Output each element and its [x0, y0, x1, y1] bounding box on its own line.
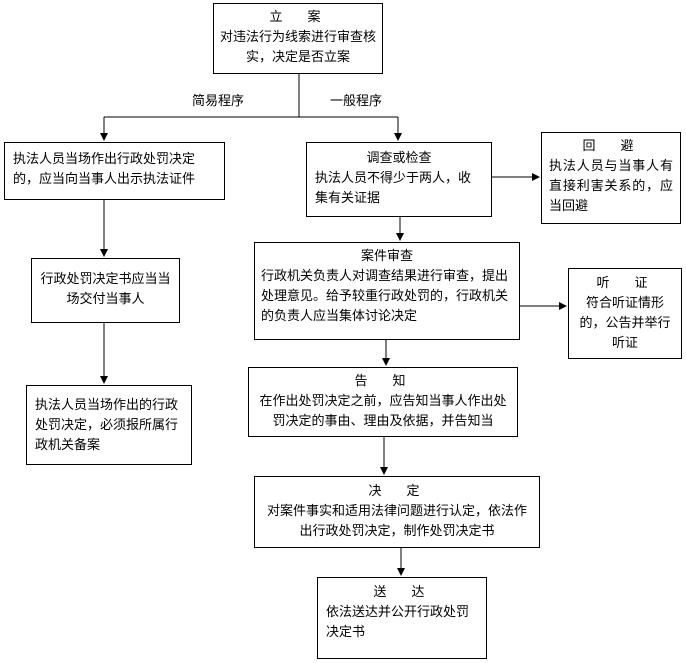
edge-label-simple: 简易程序 — [192, 94, 245, 109]
node-jueding-title: 决 定 — [368, 484, 426, 499]
node-huibi-text: 执法人员与当事人有直接利害关系的，应当回避 — [549, 159, 673, 214]
node-jianyi-zhifa: 执法人员当场作出行政处罚决定的，应当向当事人出示执法证件 — [4, 142, 225, 200]
node-jueding: 决 定 对案件事实和适用法律问题进行认定，依法作出行政处罚决定，制作处罚决定书 — [254, 476, 540, 548]
node-shencha-title: 案件审查 — [360, 249, 413, 264]
node-huibi: 回 避 执法人员与当事人有直接利害关系的，应当回避 — [541, 132, 681, 224]
node-shencha-text: 行政机关负责人对调查结果进行审查，提出处理意见。给予较重行政处罚的，行政机关的负… — [261, 269, 509, 324]
node-songda-text: 依法送达并公开行政处罚决定书 — [326, 605, 470, 640]
node-songda-title: 送 达 — [373, 585, 431, 600]
node-jianyi-beian-text: 执法人员当场作出的行政处罚决定，必须报所属行政机关备案 — [35, 398, 179, 453]
node-jueding-text: 对案件事实和适用法律问题进行认定，依法作出行政处罚决定，制作处罚决定书 — [266, 504, 527, 539]
node-tingzheng-text: 符合听证情形的，公告并举行听证 — [579, 296, 671, 351]
node-gaozhi: 告 知 在作出处罚决定之前，应告知当事人作出处罚决定的事由、理由及依据，并告知当 — [248, 367, 518, 437]
node-huibi-title: 回 避 — [582, 139, 640, 154]
node-gaozhi-text: 在作出处罚决定之前，应告知当事人作出处罚决定的事由、理由及依据，并告知当 — [259, 394, 507, 429]
node-lian-text: 对违法行为线索进行审查核实，决定是否立案 — [220, 30, 377, 65]
node-jianyi-jiaofu: 行政处罚决定书应当当场交付当事人 — [31, 258, 180, 323]
node-lian: 立 案 对违法行为线索进行审查核实，决定是否立案 — [213, 3, 383, 74]
node-diaocha-text: 执法人员不得少于两人，收集有关证据 — [315, 171, 472, 206]
node-lian-title: 立 案 — [269, 10, 327, 25]
node-tingzheng: 听 证 符合听证情形的，公告并举行听证 — [568, 268, 682, 359]
node-diaocha-title: 调查或检查 — [366, 151, 432, 166]
node-jianyi-jiaofu-text: 行政处罚决定书应当当场交付当事人 — [40, 272, 171, 307]
node-shencha: 案件审查 行政机关负责人对调查结果进行审查，提出处理意见。给予较重行政处罚的，行… — [254, 242, 520, 340]
edge-label-general: 一般程序 — [330, 94, 383, 109]
node-diaocha: 调查或检查 执法人员不得少于两人，收集有关证据 — [306, 142, 492, 217]
node-tingzheng-title: 听 证 — [596, 276, 654, 291]
node-gaozhi-title: 告 知 — [354, 374, 412, 389]
node-jianyi-zhifa-text: 执法人员当场作出行政处罚决定的，应当向当事人出示执法证件 — [13, 152, 196, 187]
node-songda: 送 达 依法送达并公开行政处罚决定书 — [317, 577, 487, 659]
node-jianyi-beian: 执法人员当场作出的行政处罚决定，必须报所属行政机关备案 — [26, 385, 192, 465]
